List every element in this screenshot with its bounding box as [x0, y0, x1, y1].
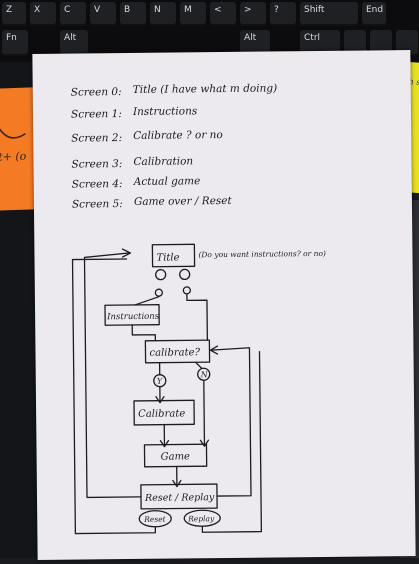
sticky-note-left-text: t+ (o — [0, 150, 27, 164]
calibrate-box-label: Calibrate — [138, 408, 185, 419]
keyboard-key: < — [210, 2, 236, 26]
title-note: (Do you want instructions? or no) — [198, 249, 326, 259]
loop-back-to-title — [84, 253, 141, 498]
no-label: N — [200, 370, 209, 379]
keyboard-key: ? — [270, 2, 296, 26]
screen-description: Actual game — [133, 175, 201, 188]
keyboard-key: X — [30, 2, 56, 26]
yes-label: Y — [157, 377, 163, 386]
reset-replay-label: Reset / Replay — [144, 492, 215, 504]
screen-label: Screen 4: — [72, 178, 123, 191]
arrow-to-no — [196, 362, 202, 368]
arrow-to-instructions — [135, 297, 159, 305]
keyboard-key: C — [60, 2, 86, 26]
keyboard-key: Shift — [300, 2, 358, 26]
screen-description: Title (I have what m doing) — [133, 82, 278, 96]
arrow-no-to-game — [204, 380, 205, 444]
title-option-circle — [183, 287, 190, 294]
keyboard-key: > — [240, 2, 266, 26]
screen-label: Screen 3: — [71, 158, 122, 171]
screen-label: Screen 1: — [71, 108, 122, 121]
keyboard-key: Alt — [60, 30, 88, 56]
screen-label: Screen 0: — [71, 86, 122, 99]
keyboard-key: N — [150, 2, 176, 26]
paper-sheet: Screen 0: Title (I have what m doing) Sc… — [32, 50, 415, 560]
keyboard-key: B — [120, 2, 146, 26]
keyboard-key: V — [90, 2, 116, 26]
screen-description: Calibrate ? or no — [133, 129, 223, 142]
calibrate-question-label: calibrate? — [149, 347, 200, 359]
screen-label: Screen 5: — [72, 198, 123, 211]
title-option-circle — [155, 289, 162, 296]
reset-oval-label: Reset — [143, 515, 166, 524]
loop-back-to-calibrate — [211, 348, 251, 496]
arrow-instructions-to-calibrate — [132, 325, 155, 341]
screen-description: Game over / Reset — [134, 195, 233, 208]
handwritten-notes-and-flowchart: Screen 0: Title (I have what m doing) Sc… — [32, 50, 415, 560]
keyboard-key: Z — [2, 2, 26, 26]
title-option-circle — [180, 269, 190, 279]
keyboard-key: Fn — [2, 30, 28, 56]
screen-description: Calibration — [133, 155, 193, 168]
title-box-label: Title — [156, 252, 179, 263]
arrow-title-to-calibrate — [187, 294, 207, 340]
screen-description: Instructions — [132, 105, 198, 118]
game-box-label: Game — [161, 451, 191, 462]
replay-oval-label: Replay — [187, 514, 215, 523]
replay-loop-line — [200, 352, 261, 533]
screen-label: Screen 2: — [71, 132, 122, 145]
keyboard-key: End — [362, 2, 386, 26]
instructions-box-label: Instructions — [106, 312, 160, 323]
keyboard-key: M — [180, 2, 206, 26]
title-option-circle — [156, 270, 166, 280]
